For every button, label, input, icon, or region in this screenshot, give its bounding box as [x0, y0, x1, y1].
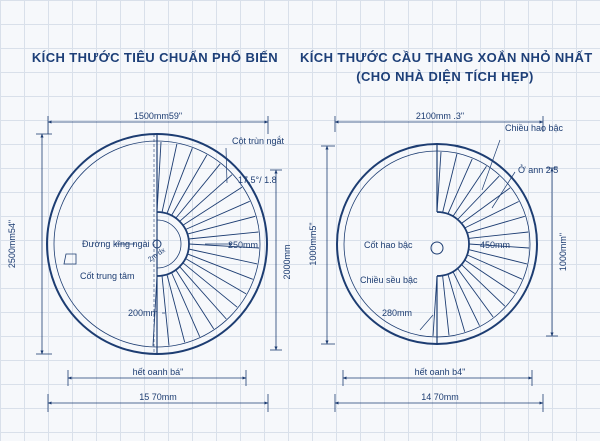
title-minimum-size-subtitle: (CHO NHÀ DIỆN TÍCH HẸP): [356, 69, 534, 84]
stair-tread: [166, 148, 193, 214]
headroom-leader: [481, 139, 501, 191]
right-label-tread: 280mm: [382, 308, 412, 318]
right-dimension-lines: [321, 116, 558, 412]
center-point: [430, 241, 444, 255]
right-right-dimension: 1000mm": [558, 233, 568, 271]
stair-tread: [156, 141, 162, 213]
stair-tread: [179, 174, 233, 222]
standard-stair-plan: [46, 133, 268, 355]
stair-tread: [171, 154, 208, 216]
left-right-dimension: 2000mm: [282, 244, 292, 279]
stair-tread: [188, 248, 258, 265]
right-label-headroom: Chiều hao bậc: [505, 123, 564, 133]
center-point: [152, 239, 162, 249]
right-label-angle: Ở ann 2.5: [518, 164, 558, 175]
angle-leader: [491, 171, 516, 209]
left-inner-bottom-dimension: hết oanh bá": [133, 367, 184, 377]
column-leader: [225, 147, 228, 184]
stair-tread: [468, 249, 528, 265]
stair-tread: [182, 186, 243, 226]
stair-tread: [457, 175, 500, 220]
stair-tread: [452, 271, 480, 326]
tread-leader: [419, 314, 434, 331]
stair-tread: [188, 231, 259, 240]
left-label-walkline: Đường kĩng ngài: [82, 239, 149, 249]
stair-tread: [461, 264, 506, 307]
stair-tread: [161, 143, 178, 213]
stair-tread: [436, 151, 442, 213]
right-top-dimension: 2100mm .3": [416, 111, 464, 121]
minimum-stair-plan: [336, 139, 538, 345]
stair-tread: [447, 273, 466, 332]
right-inner-bottom-dimension: hết oanh b4": [415, 367, 466, 377]
corner-marker: [63, 253, 77, 265]
stair-tread: [466, 254, 523, 280]
stair-treads: [152, 141, 260, 347]
stair-tread: [182, 262, 238, 308]
stair-tread: [161, 275, 170, 346]
right-annotations: 2100mm .3" 1000mm5" 1000mm" hết oanh b4"…: [308, 111, 568, 402]
stair-tread: [442, 275, 450, 336]
left-label-step-width: 250mm: [228, 240, 258, 250]
stair-tread: [452, 166, 487, 217]
left-label-tread: 200mm: [128, 308, 158, 318]
left-top-dimension: 1500mm59": [134, 111, 182, 121]
stair-tread: [468, 243, 530, 249]
stair-tread: [187, 215, 256, 235]
stair-tread: [447, 158, 473, 215]
right-label-column: Cốt hao bậc: [364, 240, 413, 250]
stair-tread: [166, 274, 186, 343]
left-dimension-lines: [36, 116, 282, 412]
title-minimum-size: KÍCH THƯỚC CẦU THANG XOẮN NHỎ NHẤT: [300, 50, 593, 65]
stair-tread: [175, 163, 221, 219]
stair-tread: [185, 200, 250, 230]
right-left-dimension: 1000mm5": [308, 222, 318, 265]
left-label-column: Cột trùn ngắt: [232, 136, 285, 146]
stair-treads: [432, 151, 530, 337]
right-label-step-width: 450mm: [480, 240, 510, 250]
left-label-angle: 17.5°/ 1.8: [238, 175, 277, 185]
right-bottom-dimension: 14 70mm: [421, 392, 459, 402]
stair-tread: [188, 243, 260, 249]
center-column-inner: [156, 219, 182, 269]
stair-tread: [175, 269, 215, 330]
left-bottom-dimension: 15 70mm: [139, 392, 177, 402]
stair-tread: [442, 153, 458, 213]
stair-tread: [464, 259, 515, 294]
stair-tread: [185, 258, 247, 295]
left-annotations: 1500mm59" 2500mm54" 2000mm hết oanh bá" …: [7, 111, 292, 402]
stair-tread: [187, 253, 253, 280]
stair-tread: [461, 187, 511, 224]
center-column-outline: [436, 211, 470, 277]
stair-tread: [457, 268, 494, 318]
stair-tread: [466, 215, 525, 234]
stair-tread: [171, 272, 201, 337]
stair-tread: [432, 275, 438, 337]
stair-tread: [179, 266, 227, 320]
title-standard-size: KÍCH THƯỚC TIÊU CHUẨN PHỔ BIẾN: [31, 50, 279, 65]
stair-tread: [464, 201, 519, 229]
stair-tread: [152, 275, 158, 347]
right-label-depth: Chiều sều bậc: [360, 275, 418, 285]
left-left-dimension: 2500mm54": [7, 220, 17, 268]
left-label-center: Cốt trung tâm: [80, 271, 135, 281]
stair-tread: [468, 231, 529, 239]
center-column-outline: [156, 211, 190, 277]
